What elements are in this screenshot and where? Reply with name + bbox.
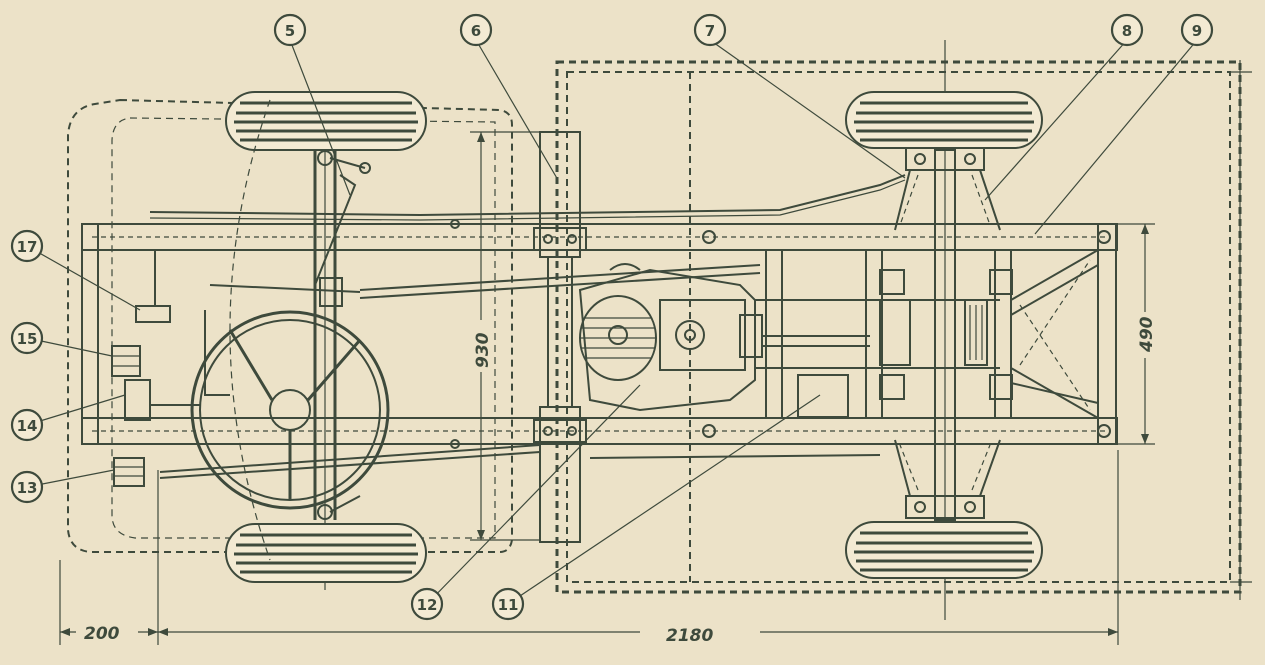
control-rods	[149, 174, 906, 479]
callout-5: 5	[273, 13, 307, 47]
callout-7-label: 7	[705, 22, 715, 40]
engine-assembly	[578, 263, 1013, 412]
rear-wheel-top	[845, 91, 1043, 149]
callout-6: 6	[459, 13, 493, 47]
callout-9-label: 9	[1192, 22, 1202, 40]
callout-9: 9	[1180, 13, 1214, 47]
callout-7: 7	[693, 13, 727, 47]
callout-8-label: 8	[1122, 22, 1132, 40]
callout-13: 13	[10, 470, 44, 504]
pedal-17	[135, 250, 171, 323]
callout-13-label: 13	[17, 479, 38, 497]
callout-11: 11	[491, 587, 525, 621]
dim-frame-width: 490	[1137, 316, 1157, 353]
front-wheel-bottom	[225, 523, 427, 583]
pedal-13	[113, 457, 145, 487]
chassis-frame	[81, 219, 1118, 449]
lever-14	[124, 379, 200, 421]
callout-17: 17	[10, 229, 44, 263]
callout-17-label: 17	[17, 238, 38, 256]
callout-12: 12	[410, 587, 444, 621]
pedal-15	[111, 345, 141, 377]
rear-body-outline	[555, 60, 1252, 600]
callout-15-label: 15	[17, 330, 38, 348]
central-column	[533, 131, 587, 543]
dim-wheelbase: 2180	[666, 626, 713, 646]
steering-wheel	[190, 310, 390, 510]
callout-11-label: 11	[498, 596, 519, 614]
callout-15: 15	[10, 321, 44, 355]
callout-5-label: 5	[285, 22, 295, 40]
leader-lines	[26, 39, 1198, 605]
callout-8: 8	[1110, 13, 1144, 47]
dim-track: 930	[473, 332, 493, 368]
dim-front-overhang: 200	[84, 624, 120, 644]
rear-wheel-bottom	[845, 521, 1043, 579]
front-wheel-top	[225, 91, 427, 151]
callout-14-label: 14	[17, 417, 38, 435]
battery-box	[797, 374, 849, 418]
callout-14: 14	[10, 408, 44, 442]
callout-12-label: 12	[417, 596, 438, 614]
callout-6-label: 6	[471, 22, 481, 40]
front-body-outline	[67, 98, 513, 553]
